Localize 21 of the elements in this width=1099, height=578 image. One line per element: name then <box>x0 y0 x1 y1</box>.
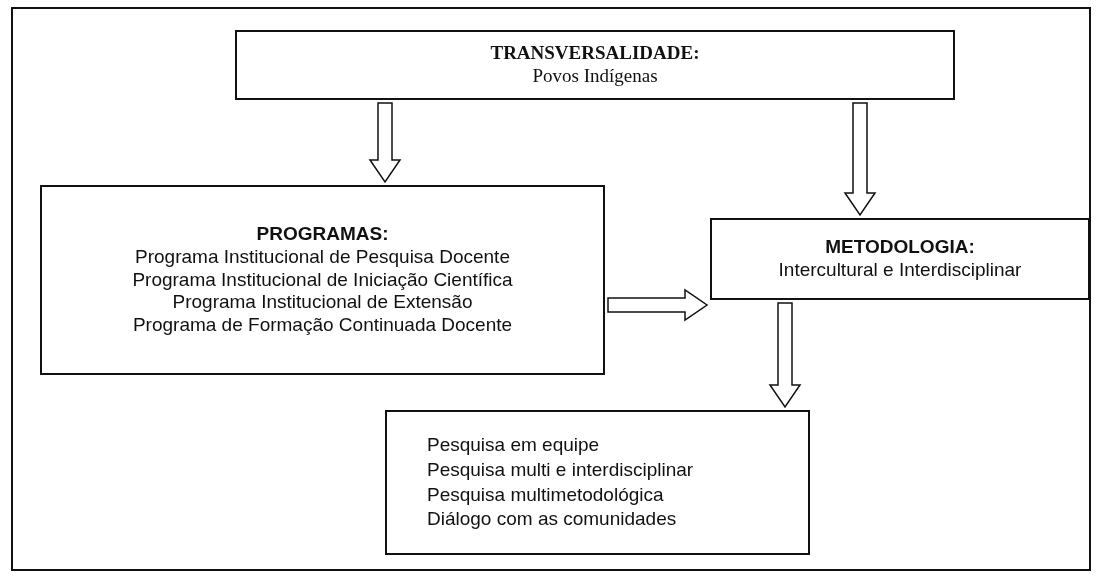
heading: PROGRAMAS: <box>256 223 389 246</box>
body-text: Pesquisa multi e interdisciplinar <box>427 457 694 482</box>
block-arrow <box>607 288 709 322</box>
block-arrow <box>368 102 402 184</box>
heading: METODOLOGIA: <box>825 236 975 259</box>
program-box <box>40 185 605 375</box>
body-text: Povos Indígenas <box>532 65 658 88</box>
heading: TRANSVERSALIDADE: <box>490 42 700 65</box>
block-arrow <box>768 302 802 409</box>
body-text: Programa Institucional de Extensão <box>172 291 473 315</box>
title-box <box>235 30 955 100</box>
body-text: Intercultural e Interdisciplinar <box>778 259 1022 282</box>
body-text: Programa de Formação Continuada Docente <box>132 314 513 337</box>
body-text: Programa Institucional de Pesquisa Docente <box>135 245 510 269</box>
body-text: Diálogo com as comunidades <box>427 507 677 532</box>
body-text: Pesquisa multimetodológica <box>427 482 664 507</box>
method-box <box>710 218 1090 300</box>
body-text: Pesquisa em equipe <box>427 433 600 458</box>
body-text: Programa Institucional de Iniciação Científica <box>132 268 513 292</box>
list-box <box>385 410 810 555</box>
block-arrow <box>843 102 877 217</box>
